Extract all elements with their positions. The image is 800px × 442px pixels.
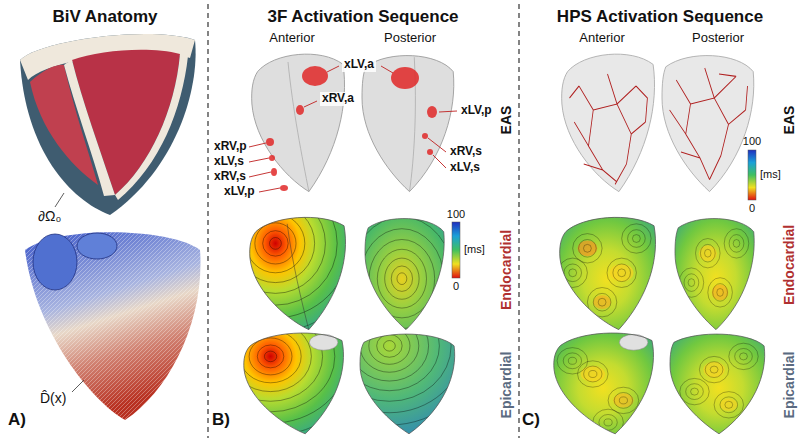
site-label: xRV,s	[448, 145, 484, 159]
row-label: Endocardial	[498, 230, 514, 310]
activation-map	[675, 214, 757, 332]
activation-map	[272, 240, 507, 442]
colorbar-tick: 100	[743, 135, 761, 148]
row-label: EAS	[781, 106, 797, 135]
heart-anterior	[562, 54, 655, 191]
heart-posterior	[662, 56, 754, 192]
panel-label: A)	[8, 410, 26, 430]
biv-anatomy	[20, 34, 196, 215]
site-label: xRV,s	[212, 170, 248, 184]
panel-title: BiV Anatomy	[52, 7, 157, 27]
stimulus-sites	[266, 66, 437, 191]
panel-divider	[207, 4, 208, 438]
panel-label: B)	[212, 410, 230, 430]
colorbar	[748, 150, 756, 200]
activation-map	[148, 251, 393, 442]
row-label: Epicardial	[781, 352, 797, 419]
site-label: xRV,p	[212, 140, 249, 154]
site-label: xLV,p	[459, 104, 494, 118]
view-label: Posterior	[384, 31, 436, 46]
symbol-label: D̂(x)	[40, 390, 66, 406]
heart-anterior	[252, 54, 345, 191]
heart-posterior	[362, 56, 454, 192]
panel-title: HPS Activation Sequence	[557, 7, 763, 27]
row-label: EAS	[498, 106, 514, 135]
colorbar	[452, 222, 460, 278]
row-label: Endocardial	[781, 225, 797, 305]
site-label: xRV,a	[320, 92, 356, 106]
colorbar-tick: 100	[447, 208, 465, 221]
site-label: xLV,s	[448, 161, 482, 175]
view-label: Anterior	[579, 31, 625, 46]
view-label: Anterior	[269, 31, 315, 46]
view-label: Posterior	[692, 31, 744, 46]
colorbar-tick: 0	[453, 280, 459, 293]
site-label: xLV,a	[342, 58, 376, 72]
panel-divider	[518, 4, 519, 438]
site-label: xLV,s	[212, 155, 246, 169]
colorbar-unit: [ms]	[464, 243, 485, 256]
panel-title: 3F Activation Sequence	[267, 7, 458, 27]
colorbar-unit: [ms]	[760, 168, 781, 181]
row-label: Epicardial	[498, 352, 514, 419]
activation-map	[158, 126, 393, 361]
activation-map	[552, 330, 654, 436]
activation-map	[670, 330, 768, 436]
activation-map	[558, 214, 656, 332]
panel-label: C)	[522, 410, 540, 430]
colorbar-tick: 0	[749, 202, 755, 215]
leader-lines	[249, 66, 457, 192]
symbol-label: ∂Ω₀	[38, 208, 61, 224]
fiber-field	[0, 220, 210, 430]
site-label: xLV,p	[222, 185, 257, 199]
